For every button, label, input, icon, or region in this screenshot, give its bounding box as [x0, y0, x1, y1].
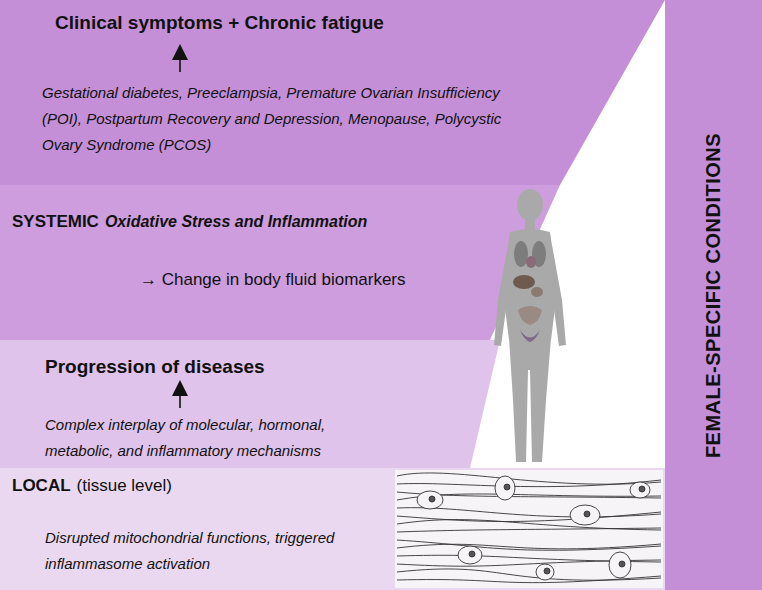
body-text: Complex interplay of molecular, hormonal… [45, 412, 375, 464]
heading-text: SYSTEMIC [12, 212, 99, 232]
local-band: LOCAL (tissue level) Disrupted mitochondri… [0, 468, 665, 590]
heading-text: Clinical symptoms + Chronic fatigue [55, 12, 384, 34]
heading-text: Progression of diseases [45, 356, 265, 378]
conditions-bar: FEMALE-SPECIFIC CONDITIONS [665, 0, 762, 590]
heading-text: → Change in body fluid biomarkers [140, 270, 406, 290]
body-text: Gestational diabetes, Preeclampsia, Prem… [42, 80, 522, 158]
heading-text: FEMALE-SPECIFIC CONDITIONS [702, 132, 725, 457]
progression-band: Progression of diseasesComplex interplay… [0, 340, 500, 468]
heading-text: (tissue level) [77, 476, 172, 496]
body-text: Disrupted mitochondrial functions, trigg… [45, 525, 365, 577]
heading-text: LOCAL [12, 476, 71, 496]
band-shape [0, 185, 560, 340]
heading-text: Oxidative Stress and Inflammation [105, 213, 367, 231]
clinical-band: Clinical symptoms + Chronic fatigueGesta… [0, 0, 665, 185]
systemic-band: SYSTEMIC Oxidative Stress and Inflammatio… [0, 185, 560, 340]
